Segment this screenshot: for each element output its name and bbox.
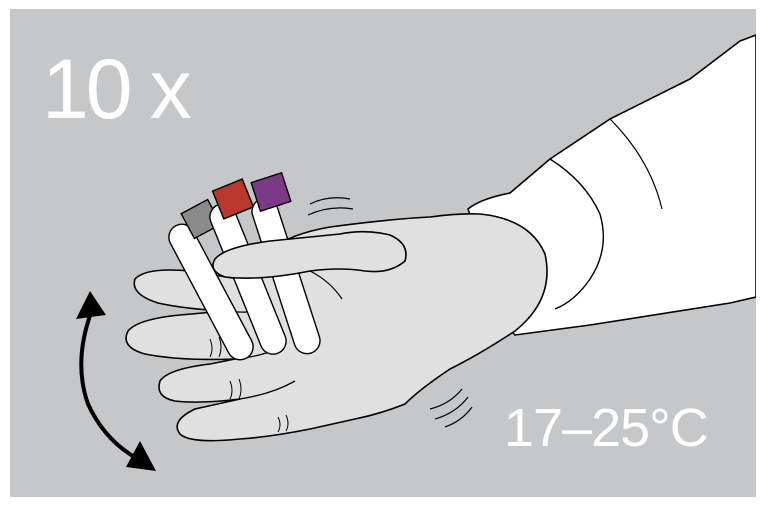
repetitions-label: 10 x — [42, 42, 192, 136]
temperature-label: 17–25°C — [504, 398, 709, 458]
blood-collection-tubes — [168, 171, 321, 361]
motion-lines-icon — [307, 197, 473, 428]
hand-inverting-tubes-illustration — [76, 34, 756, 471]
thumb — [212, 230, 407, 279]
rotation-arrow-icon — [76, 291, 156, 471]
tube-red-cap — [209, 178, 287, 355]
instruction-panel: 10 x 17–25°C — [10, 9, 756, 497]
